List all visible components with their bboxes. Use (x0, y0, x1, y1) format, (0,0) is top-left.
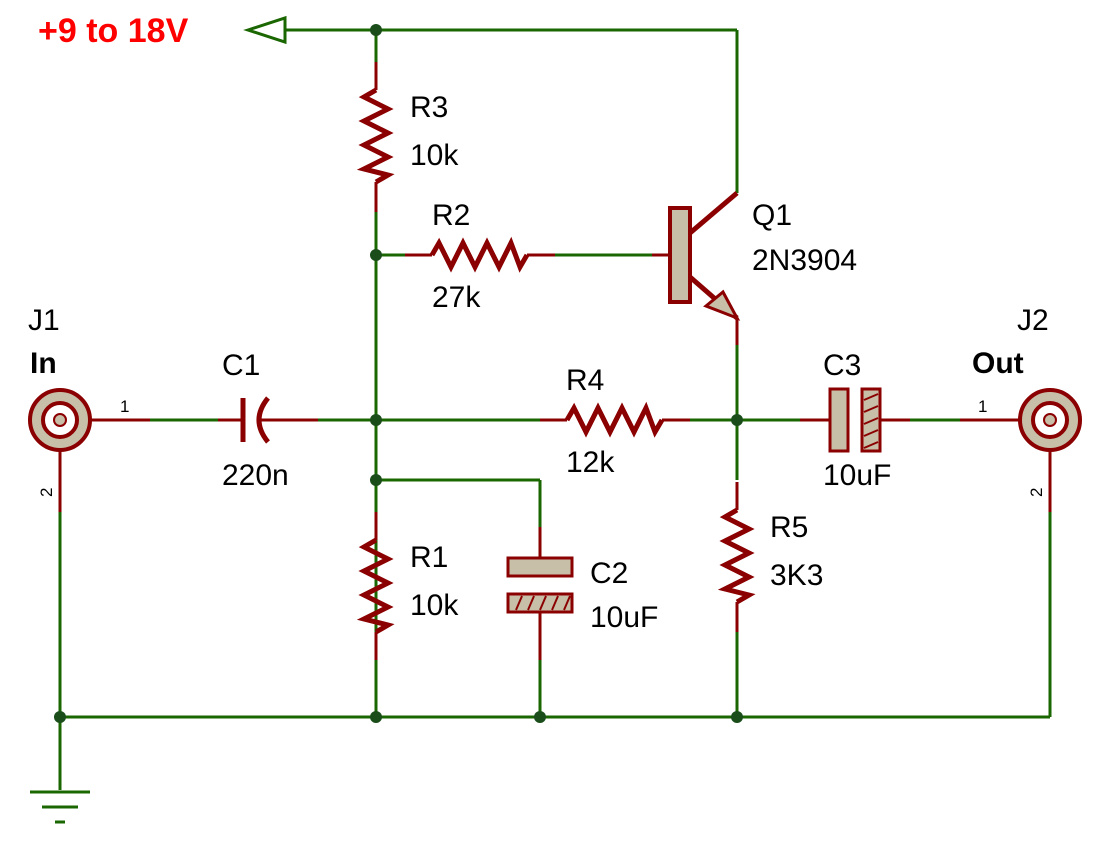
junction-dot (370, 249, 382, 261)
r2-value: 27k (432, 281, 481, 314)
junction-dot (370, 474, 382, 486)
junction-dot (731, 414, 743, 426)
c3-value: 10uF (823, 459, 891, 492)
c1-value: 220n (222, 459, 289, 492)
r1-value: 10k (410, 589, 459, 622)
j1-name: In (30, 347, 57, 380)
junction-dot (370, 24, 382, 36)
j2-ref: J2 (1017, 304, 1049, 337)
r5-ref: R5 (770, 511, 808, 544)
q1-ref: Q1 (752, 199, 792, 232)
connector-j2: J2 Out 1 2 (972, 304, 1082, 497)
resistor-r1: R1 10k (356, 537, 459, 635)
r3-value: 10k (410, 139, 459, 172)
component-leads (58, 62, 1052, 660)
j1-pin2: 2 (37, 488, 56, 497)
transistor-q1: Q1 2N3904 (652, 191, 857, 345)
j2-pin1: 1 (978, 397, 987, 416)
r5-value: 3K3 (770, 559, 823, 592)
supply-arrow-icon (243, 15, 287, 45)
supply-label: +9 to 18V (38, 12, 189, 50)
resistor-r4: R4 12k (564, 364, 665, 479)
capacitor-c2: C2 10uF (506, 556, 658, 634)
r3-ref: R3 (410, 91, 448, 124)
junction-dot (370, 414, 382, 426)
wires (58, 28, 1052, 790)
emitter-arrow-icon (703, 289, 741, 321)
q1-part: 2N3904 (752, 244, 857, 277)
c1-ref: C1 (222, 349, 260, 382)
ground-icon (30, 790, 90, 824)
junction-dot (370, 711, 382, 723)
junctions (54, 24, 743, 723)
capacitor-c3: C3 10uF (823, 349, 891, 492)
j1-ref: J1 (28, 304, 60, 337)
j2-pin2: 2 (1027, 488, 1046, 497)
r2-ref: R2 (432, 199, 470, 232)
r4-value: 12k (566, 446, 615, 479)
connector-j1: J1 In 1 2 (28, 304, 129, 497)
junction-dot (54, 711, 66, 723)
junction-dot (731, 711, 743, 723)
junction-dot (534, 711, 546, 723)
capacitor-c1: C1 220n (222, 349, 289, 492)
c2-ref: C2 (590, 557, 628, 590)
r4-ref: R4 (566, 364, 604, 397)
resistor-r5: R5 3K3 (717, 507, 823, 605)
j1-pin1: 1 (120, 397, 129, 416)
r1-ref: R1 (410, 541, 448, 574)
c3-ref: C3 (823, 349, 861, 382)
resistor-r3: R3 10k (356, 87, 459, 185)
c2-value: 10uF (590, 601, 658, 634)
j2-name: Out (972, 347, 1024, 380)
resistor-r2: R2 27k (429, 199, 530, 314)
